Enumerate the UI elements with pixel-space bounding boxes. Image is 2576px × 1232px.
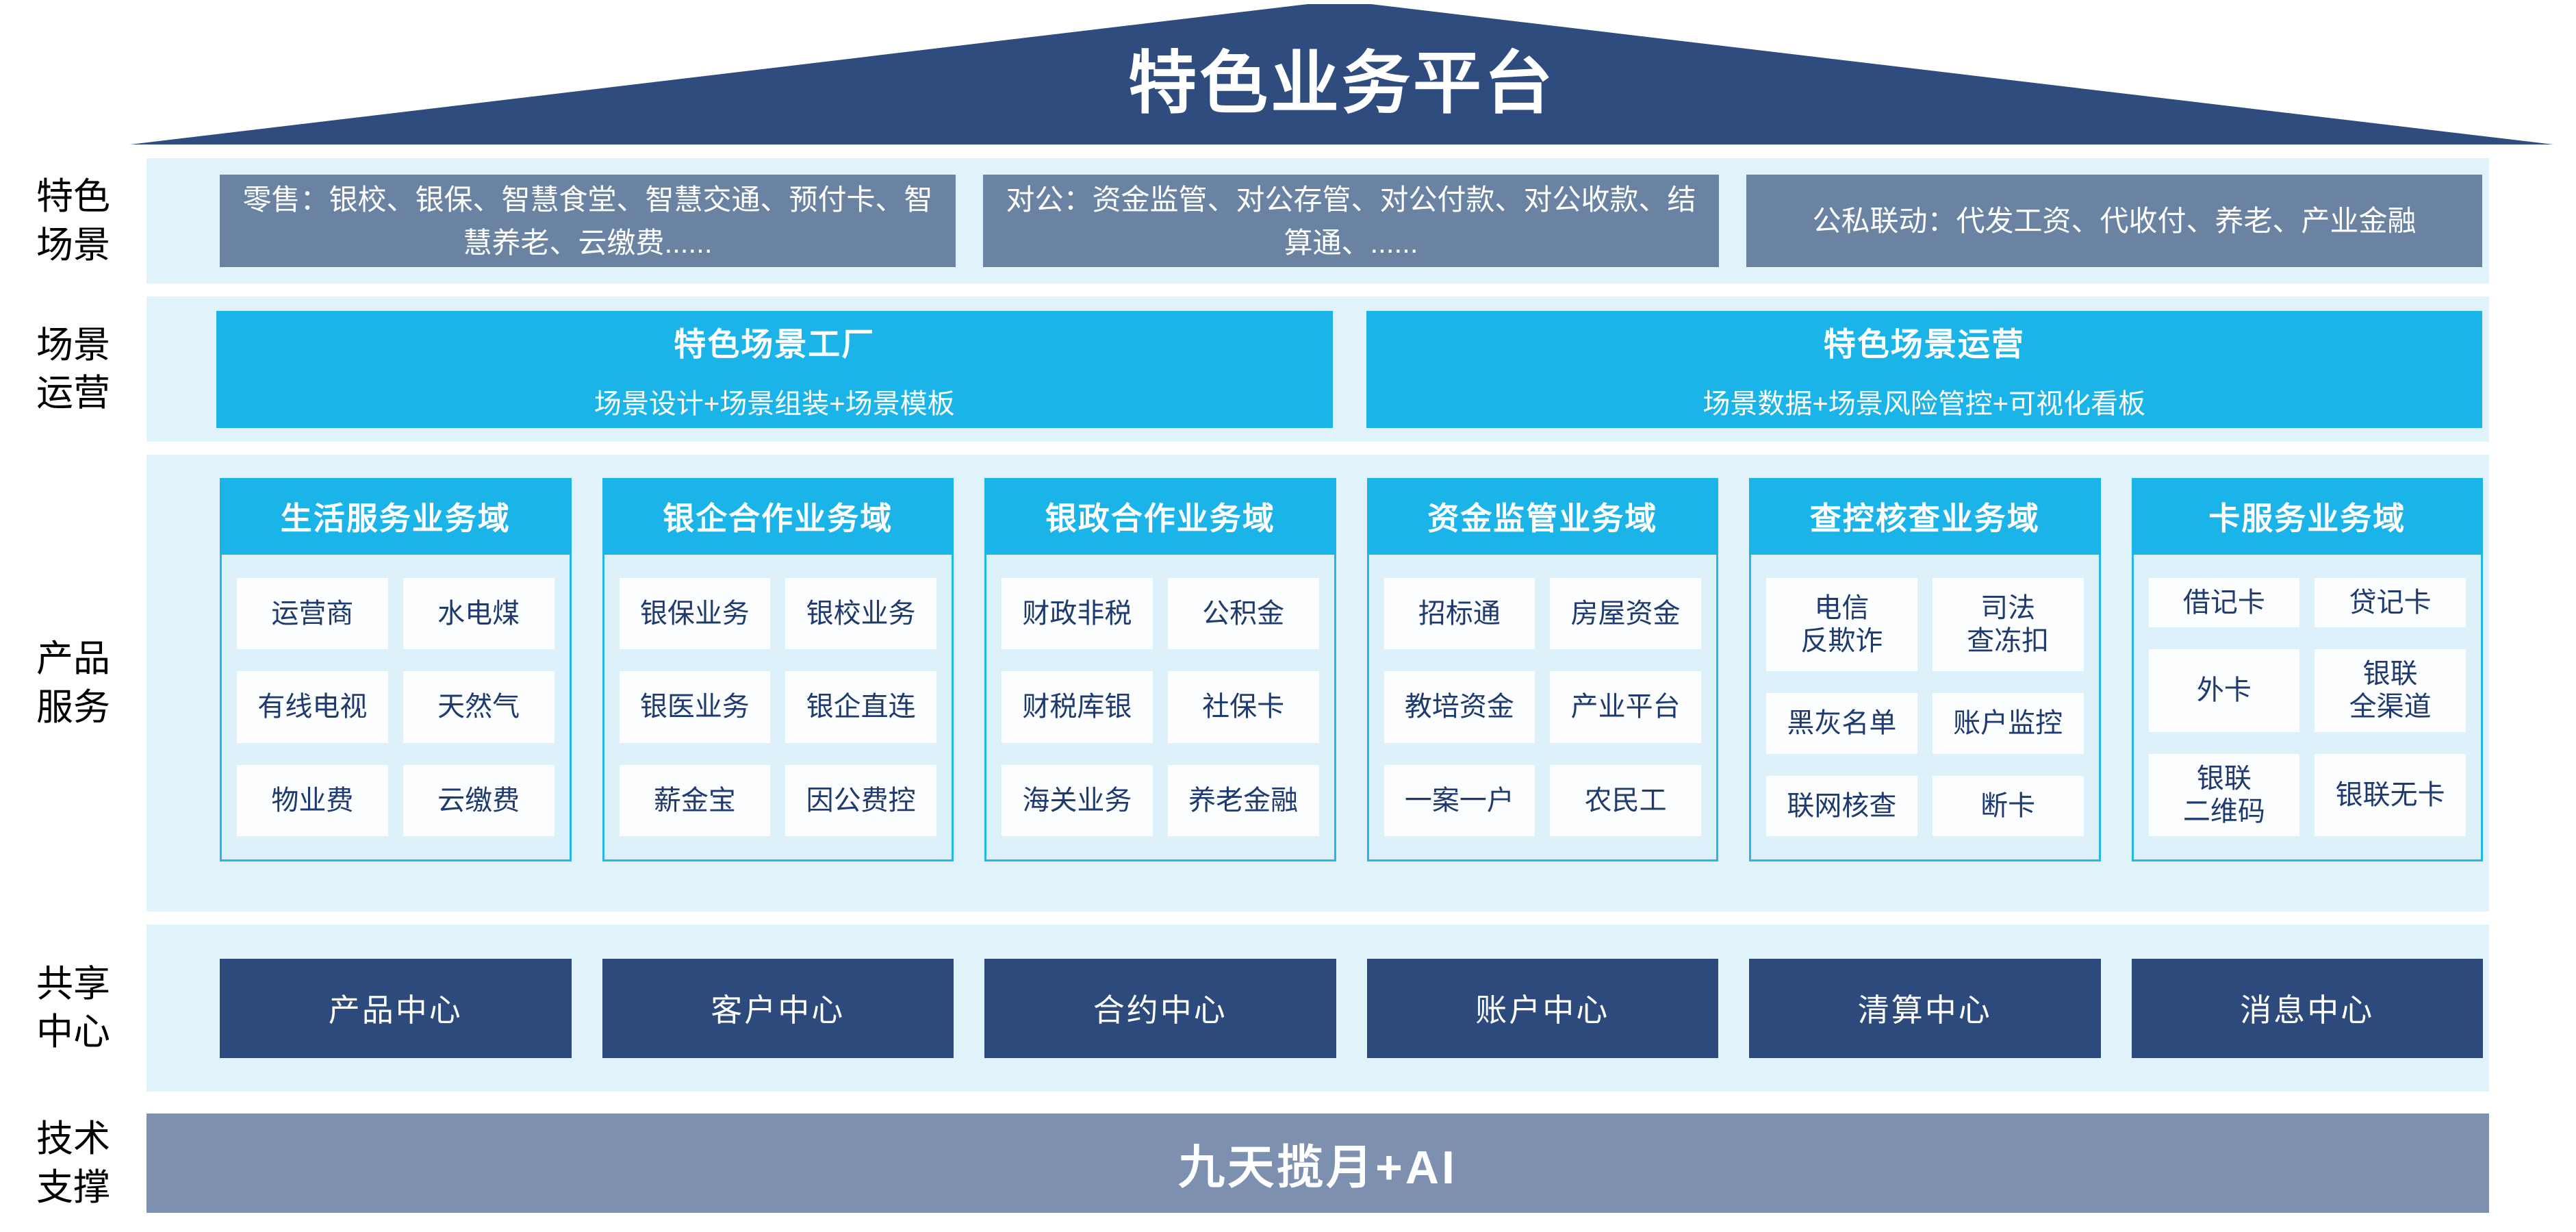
products-band: 生活服务业务域 运营商 水电煤 有线电视 天然气 物业费 云缴费 银企合作业务域… [146, 455, 2489, 912]
domain-cell: 财政非税 [1002, 578, 1153, 650]
scene-box-corporate: 对公：资金监管、对公存管、对公付款、对公收款、结算通、...... [983, 175, 1719, 267]
domain-cell: 黑灰名单 [1766, 693, 1917, 754]
domain-column-fund-supervision: 资金监管业务域 招标通 房屋资金 教培资金 产业平台 一案一户 农民工 [1366, 478, 1718, 862]
domain-column-bank-enterprise: 银企合作业务域 银保业务 银校业务 银医业务 银企直连 薪金宝 因公费控 [602, 478, 954, 862]
domain-body: 财政非税 公积金 财税库银 社保卡 海关业务 养老金融 [984, 555, 1336, 862]
domain-cell: 招标通 [1383, 578, 1535, 650]
domain-body: 电信 反欺诈 司法 查冻扣 黑灰名单 账户监控 联网核查 断卡 [1749, 555, 2101, 862]
domain-cell: 海关业务 [1002, 764, 1153, 836]
domain-cell: 养老金融 [1167, 764, 1319, 836]
row-label-shared: 共享 中心 [36, 963, 110, 1053]
domain-cell: 银企直连 [785, 671, 936, 743]
tech-support-banner: 九天揽月+AI [146, 1114, 2489, 1213]
domain-cell: 银医业务 [619, 671, 771, 743]
domain-cell: 联网核查 [1766, 775, 1917, 836]
domain-column-bank-government: 银政合作业务域 财政非税 公积金 财税库银 社保卡 海关业务 养老金融 [984, 478, 1336, 862]
domain-header: 银企合作业务域 [602, 478, 954, 555]
domain-cell: 银保业务 [619, 578, 771, 650]
scene-operation-title: 特色场景运营 [1823, 325, 2025, 362]
domain-cell: 财税库银 [1002, 671, 1153, 743]
domain-header: 卡服务业务域 [2131, 478, 2483, 555]
domain-cell: 因公费控 [785, 764, 936, 836]
domain-body: 借记卡 贷记卡 外卡 银联 全渠道 银联 二维码 银联无卡 [2131, 555, 2483, 862]
domain-column-life-services: 生活服务业务域 运营商 水电煤 有线电视 天然气 物业费 云缴费 [220, 478, 572, 862]
scene-box-retail: 零售：银校、银保、智慧食堂、智慧交通、预付卡、智慧养老、云缴费...... [220, 175, 956, 267]
domain-cell: 电信 反欺诈 [1766, 578, 1917, 672]
row-label-scene: 特色 场景 [36, 176, 110, 266]
domain-body: 招标通 房屋资金 教培资金 产业平台 一案一户 农民工 [1366, 555, 1718, 862]
domain-cell: 外卡 [2148, 649, 2300, 732]
domain-cell: 房屋资金 [1550, 578, 1701, 650]
domain-cell: 断卡 [1932, 775, 2084, 836]
domain-cell: 借记卡 [2148, 578, 2300, 628]
center-box-contract: 合约中心 [984, 958, 1336, 1058]
domain-cell: 薪金宝 [619, 764, 771, 836]
diagram-title: 特色业务平台 [1128, 45, 1555, 122]
domain-cell: 有线电视 [237, 671, 388, 743]
domain-cell: 一案一户 [1383, 764, 1535, 836]
domain-cell: 账户监控 [1932, 693, 2084, 754]
domain-header: 银政合作业务域 [984, 478, 1336, 555]
domain-cell: 银联 全渠道 [2314, 649, 2466, 732]
scene-factory-box: 特色场景工厂 场景设计+场景组装+场景模板 [216, 310, 1333, 428]
domain-header: 资金监管业务域 [1366, 478, 1718, 555]
domain-cell: 银联 二维码 [2148, 753, 2300, 836]
center-box-message: 消息中心 [2131, 958, 2483, 1058]
operation-band: 特色场景工厂 场景设计+场景组装+场景模板 特色场景运营 场景数据+场景风险管控… [146, 297, 2489, 442]
domain-body: 运营商 水电煤 有线电视 天然气 物业费 云缴费 [220, 555, 572, 862]
domain-cell: 教培资金 [1383, 671, 1535, 743]
center-box-product: 产品中心 [220, 958, 572, 1058]
domain-cell: 运营商 [237, 578, 388, 650]
center-box-clearing: 清算中心 [1749, 958, 2101, 1058]
shared-band: 产品中心 客户中心 合约中心 账户中心 清算中心 消息中心 [146, 925, 2489, 1092]
domain-cell: 公积金 [1167, 578, 1319, 650]
scene-box-public-private: 公私联动：代发工资、代收付、养老、产业金融 [1746, 175, 2482, 267]
row-label-tech: 技术 支撑 [36, 1118, 110, 1208]
domain-cell: 银校业务 [785, 578, 936, 650]
scene-factory-title: 特色场景工厂 [674, 325, 876, 362]
domain-cell: 水电煤 [403, 578, 554, 650]
domain-header: 生活服务业务域 [220, 478, 572, 555]
domain-column-card-services: 卡服务业务域 借记卡 贷记卡 外卡 银联 全渠道 银联 二维码 银联无卡 [2131, 478, 2483, 862]
roof-banner: 特色业务平台 [130, 4, 2553, 144]
domain-body: 银保业务 银校业务 银医业务 银企直连 薪金宝 因公费控 [602, 555, 954, 862]
domain-cell: 司法 查冻扣 [1932, 578, 2084, 672]
row-label-products: 产品 服务 [36, 638, 110, 728]
scene-factory-subtitle: 场景设计+场景组装+场景模板 [594, 388, 955, 419]
domain-cell: 银联无卡 [2314, 753, 2466, 836]
scene-operation-box: 特色场景运营 场景数据+场景风险管控+可视化看板 [1366, 310, 2482, 428]
domain-cell: 云缴费 [403, 764, 554, 836]
scene-band: 零售：银校、银保、智慧食堂、智慧交通、预付卡、智慧养老、云缴费...... 对公… [146, 158, 2489, 284]
domain-cell: 产业平台 [1550, 671, 1701, 743]
domain-header: 查控核查业务域 [1749, 478, 2101, 555]
domain-cell: 天然气 [403, 671, 554, 743]
scene-operation-subtitle: 场景数据+场景风险管控+可视化看板 [1703, 388, 2146, 419]
center-box-customer: 客户中心 [602, 958, 954, 1058]
domain-cell: 物业费 [237, 764, 388, 836]
center-box-account: 账户中心 [1366, 958, 1718, 1058]
domain-cell: 贷记卡 [2314, 578, 2466, 628]
domain-cell: 农民工 [1550, 764, 1701, 836]
domain-cell: 社保卡 [1167, 671, 1319, 743]
row-label-operation: 场景 运营 [36, 324, 110, 414]
domain-column-inspection: 查控核查业务域 电信 反欺诈 司法 查冻扣 黑灰名单 账户监控 联网核查 断卡 [1749, 478, 2101, 862]
